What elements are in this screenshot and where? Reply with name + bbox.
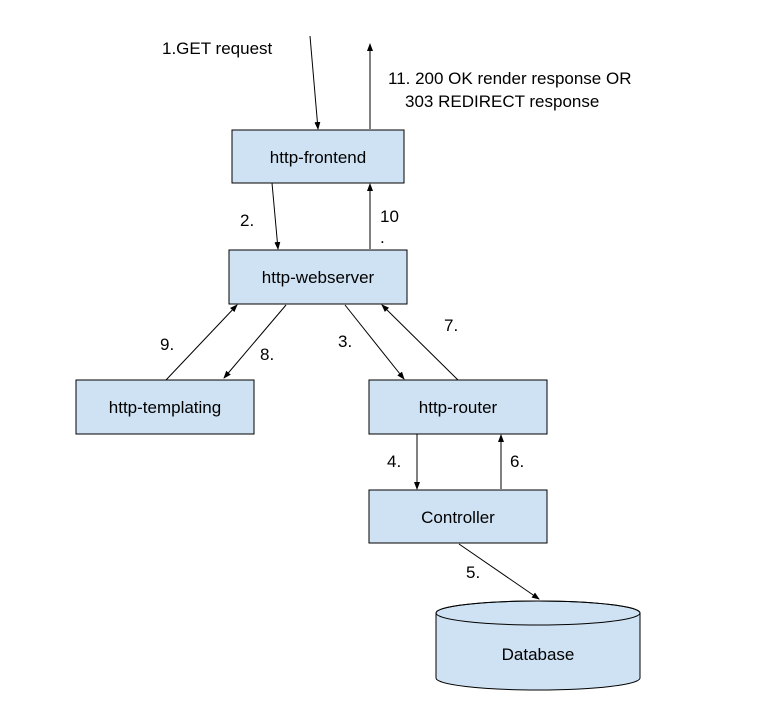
edge-label-step-11-line-2: 303 REDIRECT response — [405, 92, 599, 111]
arrow-step-8 — [223, 304, 287, 379]
arrow-step-9 — [165, 304, 238, 381]
edge-label-step-10-dot: . — [380, 228, 385, 247]
edge-label-step-7: 7. — [444, 316, 458, 335]
edge-label-step-10: 10 — [380, 207, 399, 226]
edge-label-step-9: 9. — [160, 335, 174, 354]
edge-label-step-8: 8. — [260, 345, 274, 364]
node-database: Database — [435, 600, 641, 691]
edge-label-step-1: 1.GET request — [162, 39, 273, 58]
edge-label-step-4: 4. — [387, 452, 401, 471]
edge-label-step-3: 3. — [338, 332, 352, 351]
node-controller-label: Controller — [421, 508, 495, 527]
node-http-frontend: http-frontend — [231, 129, 405, 184]
node-http-templating-label: http-templating — [109, 398, 221, 417]
arrow-step-2 — [271, 182, 281, 250]
arrow-step-3 — [344, 304, 405, 380]
node-database-label: Database — [502, 645, 575, 664]
node-http-router-label: http-router — [419, 398, 498, 417]
edge-label-step-2: 2. — [240, 211, 254, 230]
node-http-webserver: http-webserver — [228, 249, 408, 305]
node-http-frontend-label: http-frontend — [270, 148, 366, 167]
node-http-templating: http-templating — [75, 379, 255, 435]
edge-label-step-6: 6. — [510, 452, 524, 471]
arrow-step-7 — [381, 304, 459, 381]
edge-label-step-11-line-1: 11. 200 OK render response OR — [388, 69, 632, 88]
node-http-webserver-label: http-webserver — [262, 268, 375, 287]
arrow-step-1 — [309, 35, 321, 130]
arrow-step-5 — [458, 543, 540, 600]
node-http-router: http-router — [368, 379, 548, 435]
edge-label-step-5: 5. — [466, 563, 480, 582]
node-controller: Controller — [368, 489, 548, 544]
